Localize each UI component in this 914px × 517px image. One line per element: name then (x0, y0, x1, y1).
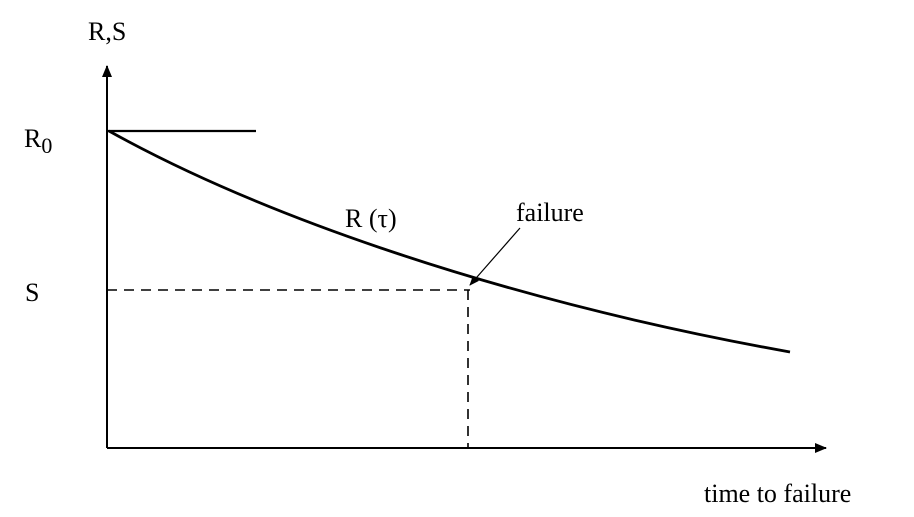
r0-base: R (24, 124, 42, 153)
resistance-decay-curve (108, 129, 791, 354)
failure-arrow (469, 227, 521, 286)
x-axis-label: time to failure (704, 479, 851, 508)
failure-label: failure (516, 198, 584, 227)
s-tick-label: S (25, 278, 39, 307)
curve-label: R (τ) (345, 204, 397, 233)
y-axis-label: R,S (88, 17, 126, 46)
r0-label: R0 (24, 124, 52, 158)
r0-subscript: 0 (41, 133, 52, 158)
